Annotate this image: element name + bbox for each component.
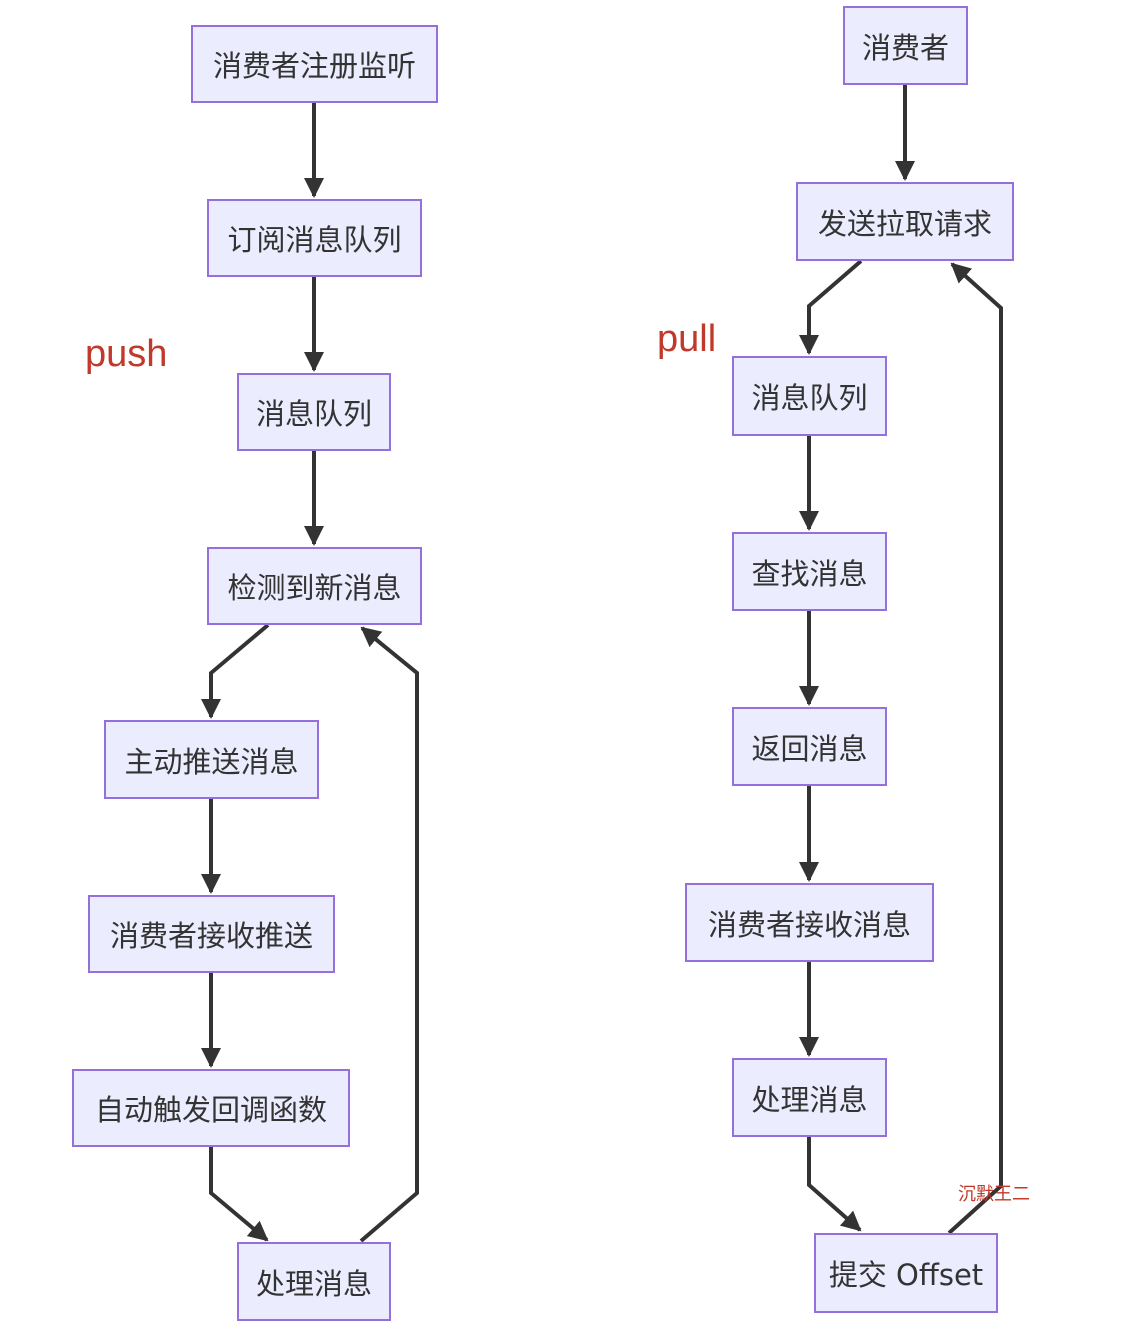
push-node-detect: 检测到新消息 — [207, 547, 422, 625]
edge-process-detect-loop — [359, 626, 419, 1243]
watermark: 沉默王二 — [958, 1184, 1030, 1205]
edge-callback-process — [209, 1147, 269, 1242]
pull-node-queue: 消息队列 — [732, 356, 887, 436]
push-node-process: 处理消息 — [237, 1242, 391, 1321]
pull-node-request: 发送拉取请求 — [796, 182, 1014, 261]
edge-commit-request-loop — [947, 262, 1003, 1235]
push-node-register: 消费者注册监听 — [191, 25, 438, 103]
pull-node-commit: 提交 Offset — [814, 1233, 998, 1313]
pull-label: pull — [657, 318, 717, 360]
edge-request-queue — [799, 259, 863, 355]
pull-node-return: 返回消息 — [732, 707, 887, 786]
pull-node-receive: 消费者接收消息 — [685, 883, 934, 962]
push-node-receive-push: 消费者接收推送 — [88, 895, 335, 973]
edge-process-commit — [807, 1137, 862, 1232]
pull-node-consumer: 消费者 — [843, 6, 968, 85]
edge-detect-push — [201, 623, 270, 719]
push-node-push-message: 主动推送消息 — [104, 720, 319, 799]
push-node-subscribe: 订阅消息队列 — [207, 199, 422, 277]
pull-node-find: 查找消息 — [732, 532, 887, 611]
pull-node-process: 处理消息 — [732, 1058, 887, 1137]
push-label: push — [85, 333, 168, 375]
push-node-callback: 自动触发回调函数 — [72, 1069, 350, 1147]
push-node-queue: 消息队列 — [237, 373, 391, 451]
